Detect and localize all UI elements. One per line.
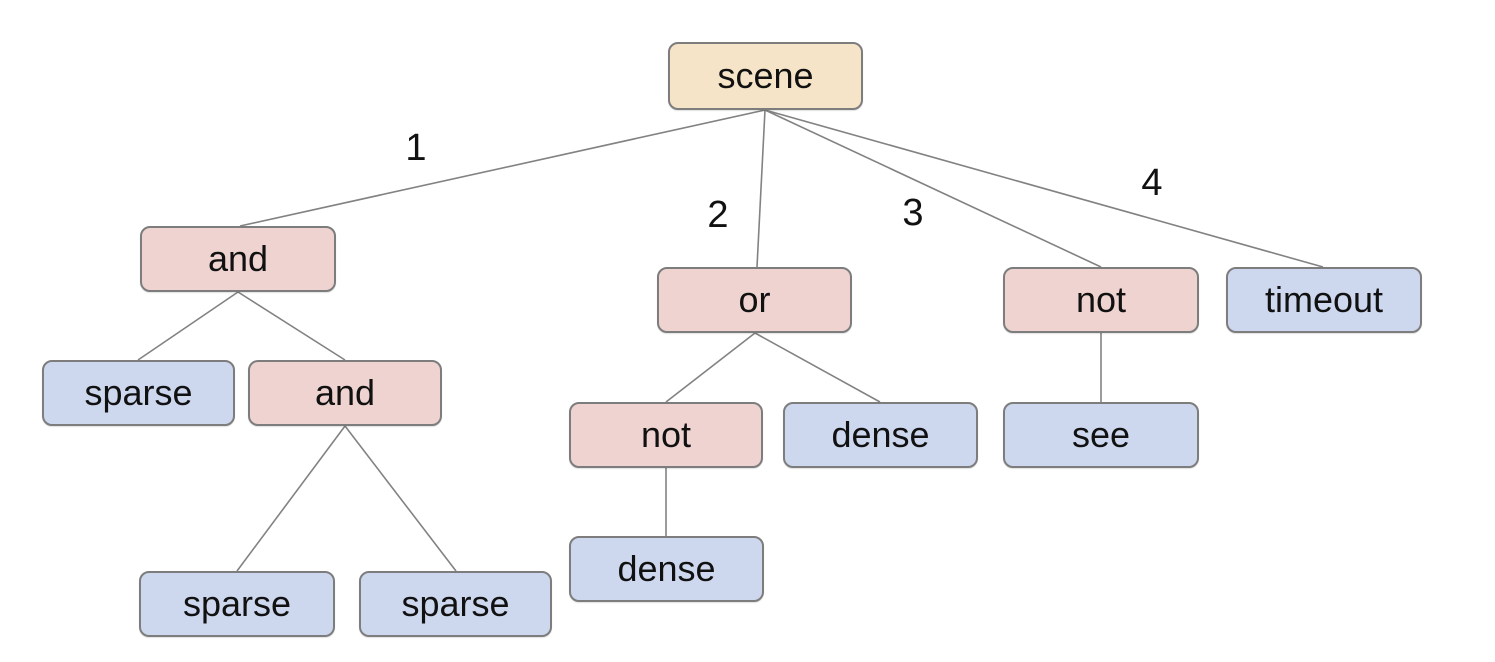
tree-edge-scene-and-1 xyxy=(239,109,766,227)
node-or-1: or xyxy=(657,267,852,333)
tree-edge-or-1-dense-1 xyxy=(754,332,881,403)
tree-edge-and-1-sparse-1 xyxy=(137,291,239,361)
node-dense-2: dense xyxy=(569,536,764,602)
node-and-1: and xyxy=(140,226,336,292)
node-timeout: timeout xyxy=(1226,267,1422,333)
node-not-1: not xyxy=(1003,267,1199,333)
edge-label-4: 4 xyxy=(1141,162,1163,204)
node-not-2: not xyxy=(569,402,763,468)
node-sparse-3: sparse xyxy=(359,571,552,637)
tree-edge-and-2-sparse-3 xyxy=(344,425,457,572)
edge-label-3: 3 xyxy=(902,192,924,234)
node-dense-1: dense xyxy=(783,402,978,468)
node-see: see xyxy=(1003,402,1199,468)
tree-edge-and-1-and-2 xyxy=(237,291,346,361)
node-sparse-2: sparse xyxy=(139,571,335,637)
tree-edge-scene-timeout xyxy=(764,109,1324,268)
tree-edge-and-2-sparse-2 xyxy=(236,425,346,572)
edge-label-2: 2 xyxy=(707,194,729,236)
node-scene: scene xyxy=(668,42,863,110)
node-and-2: and xyxy=(248,360,442,426)
node-sparse-1: sparse xyxy=(42,360,235,426)
edge-label-1: 1 xyxy=(405,127,427,169)
tree-edge-or-1-not-2 xyxy=(665,332,756,403)
tree-edge-scene-not-1 xyxy=(764,109,1102,268)
tree-edge-scene-or-1 xyxy=(756,109,766,268)
